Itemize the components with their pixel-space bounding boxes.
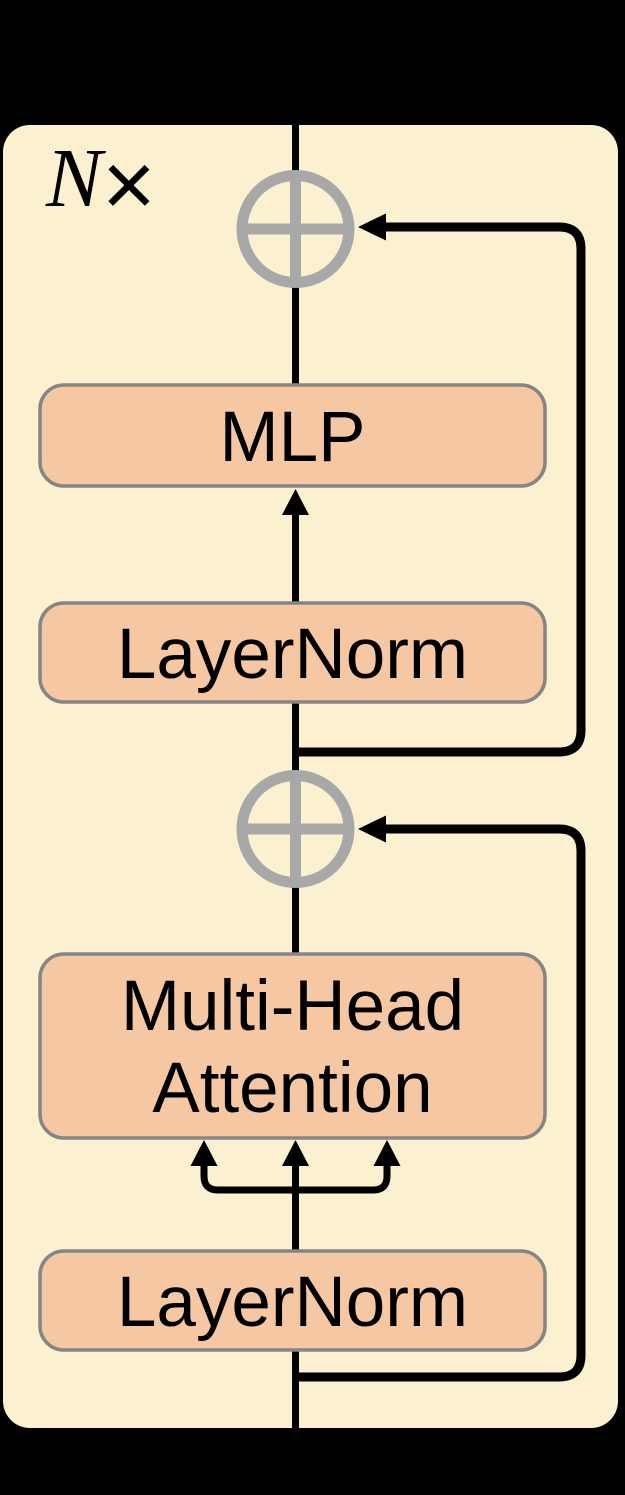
arrowhead-qkv-center (282, 1140, 309, 1166)
arrowhead-qkv-right (373, 1140, 401, 1166)
mlp-node (38, 383, 547, 488)
add-icon-bottom (236, 770, 355, 888)
residual-connection-attention (295, 824, 586, 1382)
repeat-count-label: N (45, 132, 106, 225)
layernorm-top-node (38, 601, 547, 704)
multi-head-attention-label-line1: Multi-Head (121, 967, 464, 1046)
arrowhead-into-add-top (358, 213, 386, 241)
arrowhead-into-add-bottom (358, 815, 386, 843)
residual-connection-mlp (295, 222, 586, 757)
add-icon-top (236, 170, 355, 288)
qkv-split-branch (200, 1162, 391, 1194)
mlp-label: MLP (220, 398, 366, 477)
multi-head-attention-label-line2: Attention (152, 1049, 432, 1128)
multi-head-attention-node (38, 952, 547, 1140)
layernorm-bottom-label: LayerNorm (117, 1263, 468, 1342)
layernorm-bottom-node (38, 1249, 547, 1352)
arrowhead-qkv-left (190, 1140, 218, 1166)
layernorm-top-label: LayerNorm (117, 615, 468, 694)
repeat-times-icon: × (102, 134, 156, 236)
arrowhead-into-mlp (282, 489, 309, 515)
